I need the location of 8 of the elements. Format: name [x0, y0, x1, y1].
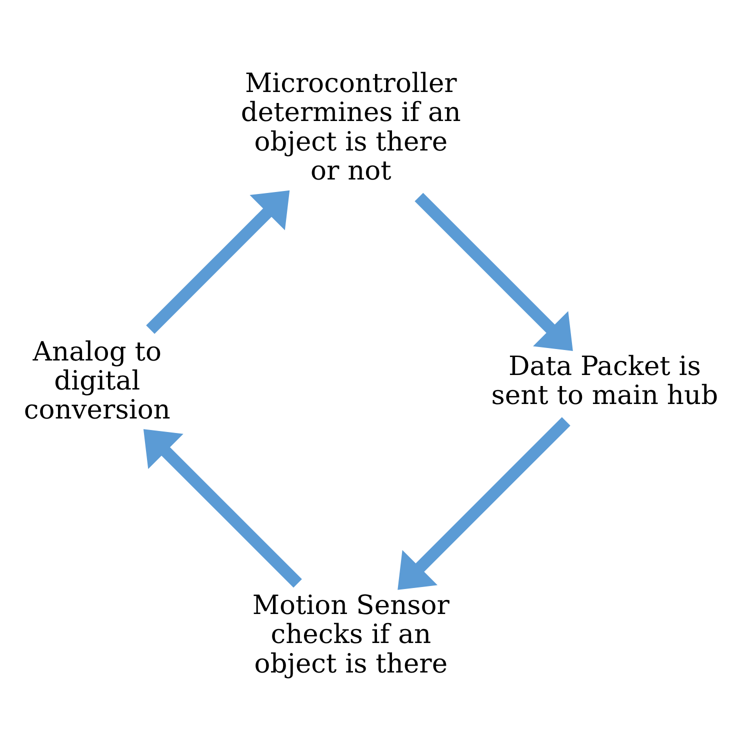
node-text: Microcontroller determines if an object is there or not — [240, 68, 461, 186]
arrow — [414, 192, 573, 352]
arrow — [398, 417, 570, 590]
arrow — [146, 190, 290, 334]
arrow — [143, 429, 302, 588]
node-text: Data Packet is sent to main hub — [491, 350, 718, 412]
node-text: Analog to digital conversion — [24, 336, 170, 426]
node-text: Motion Sensor checks if an object is there — [252, 590, 450, 680]
